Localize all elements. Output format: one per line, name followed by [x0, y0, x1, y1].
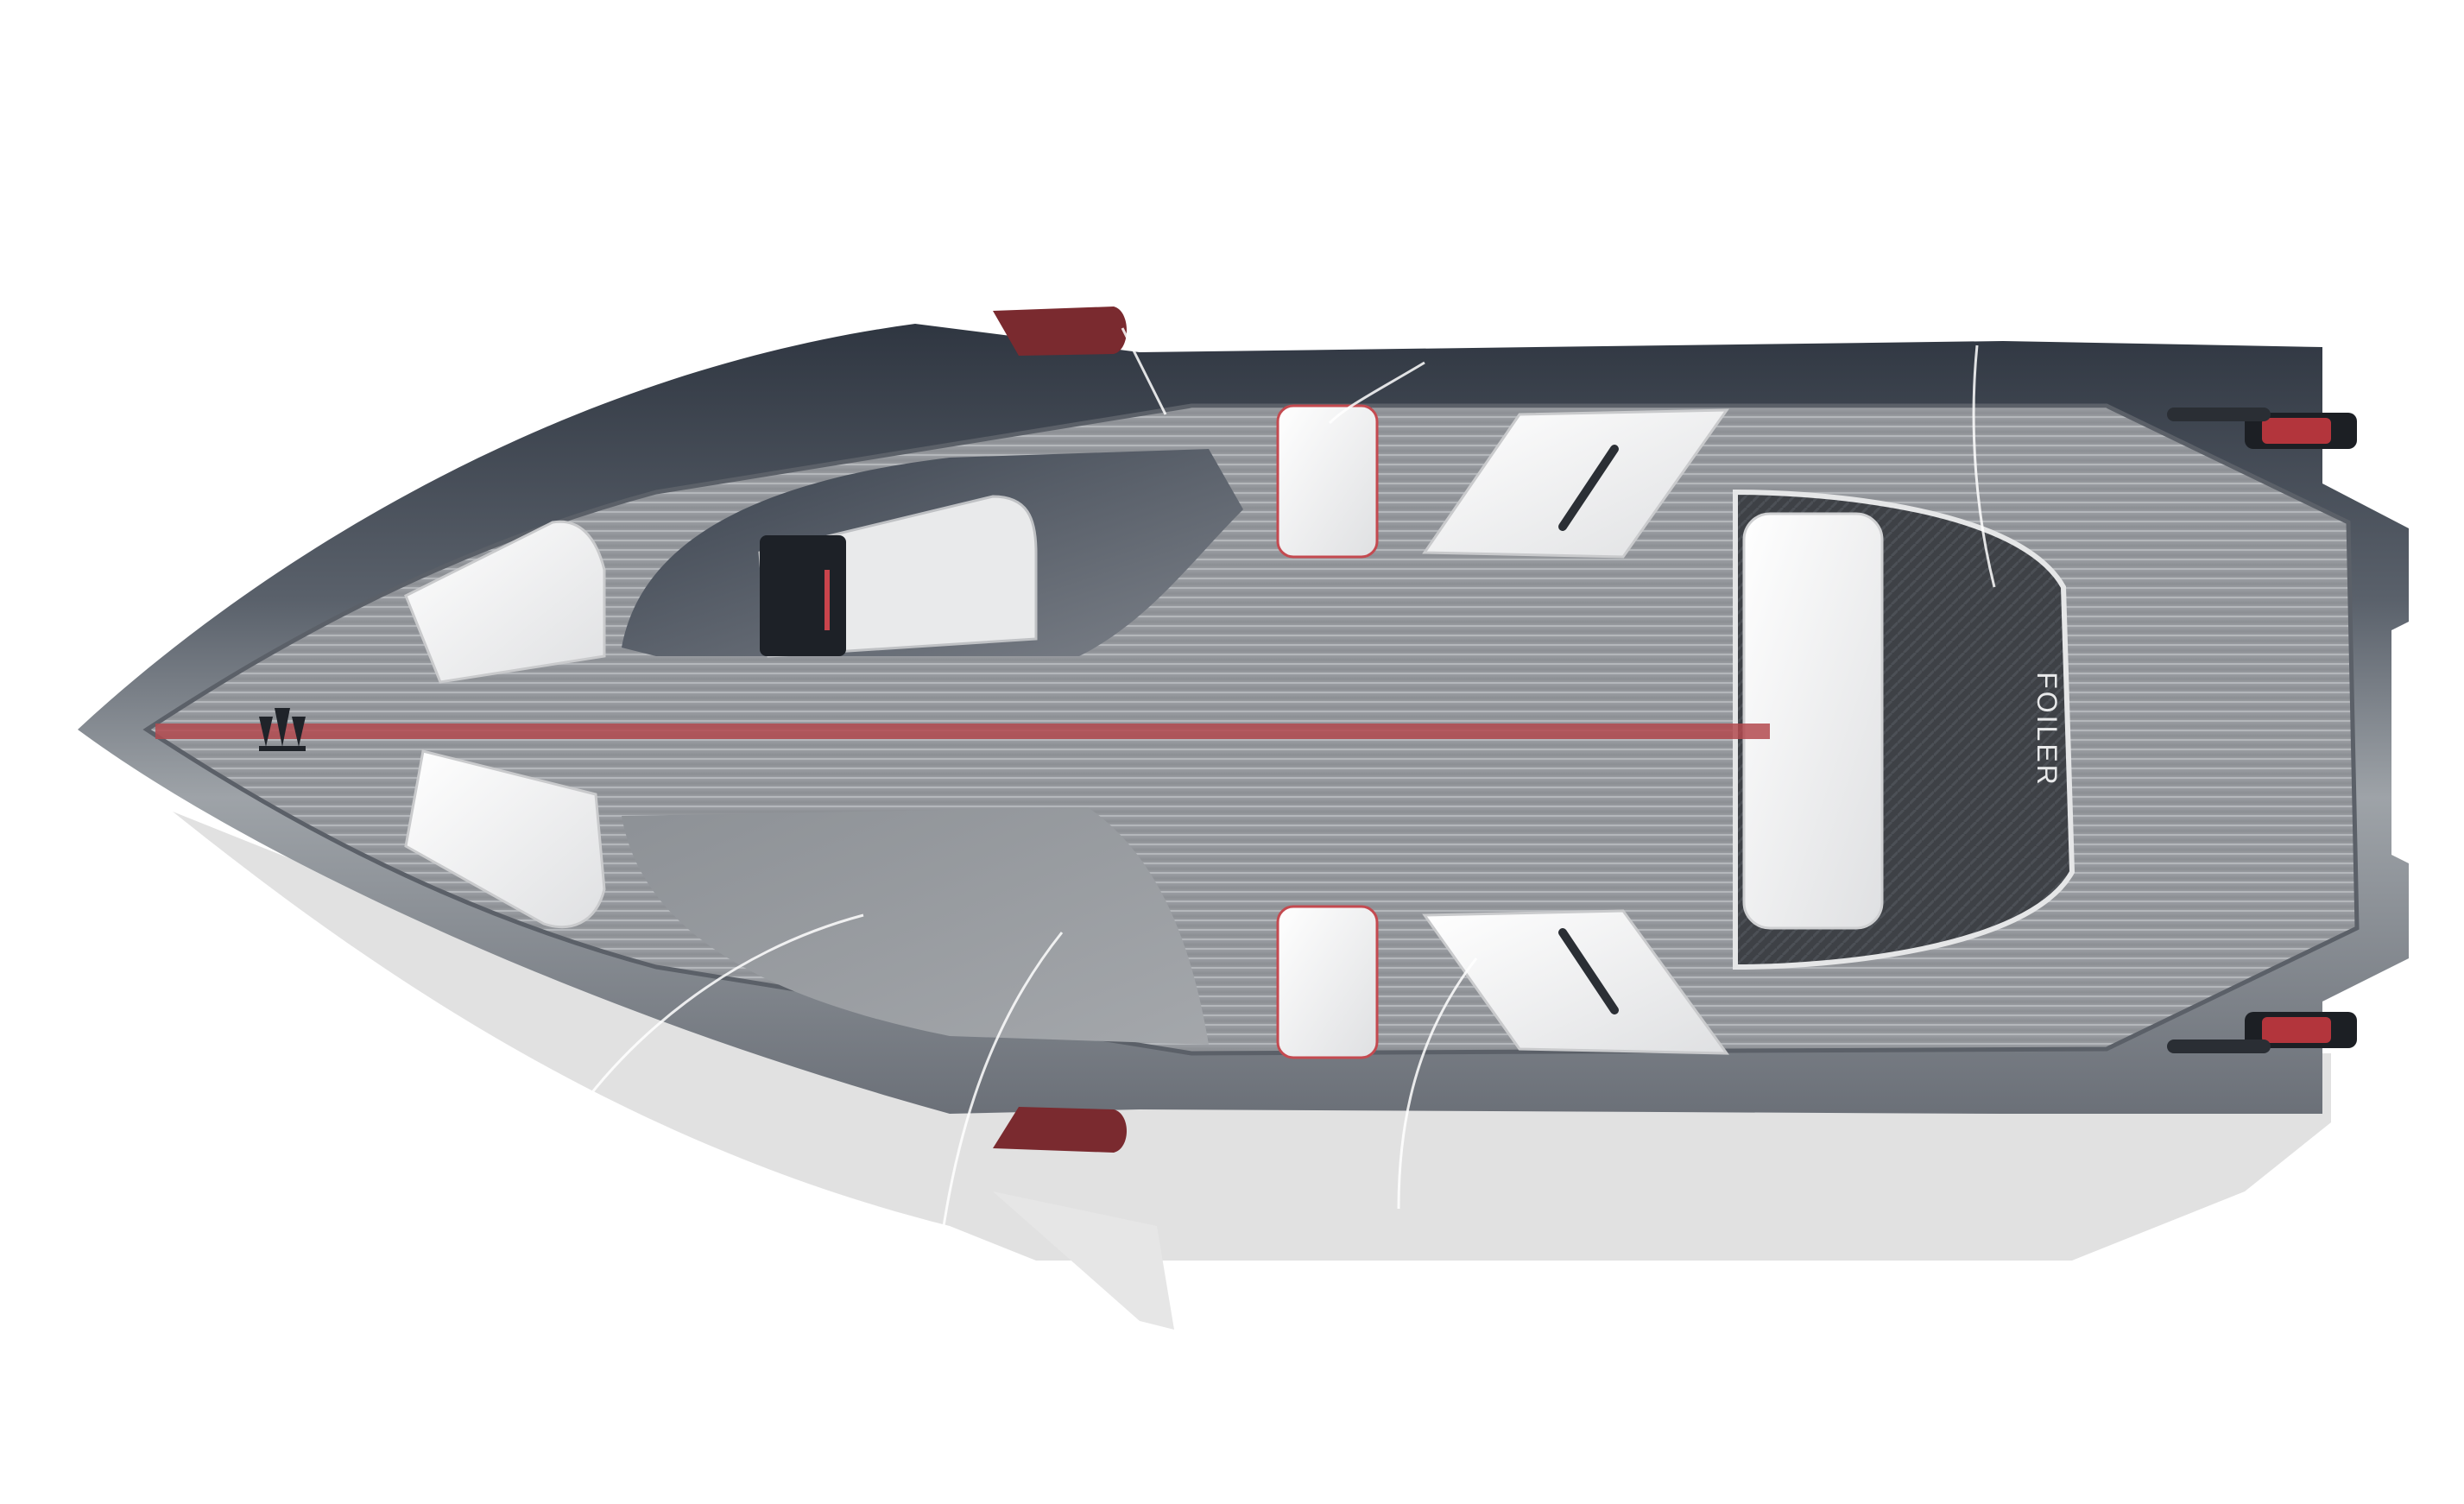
trident-logo-icon — [259, 708, 306, 751]
bow-seat-upper — [404, 520, 606, 684]
helm-screen — [760, 535, 846, 656]
foiler-wordmark: FOILER — [2031, 672, 2063, 787]
vent-slot-lower — [1558, 928, 1619, 1014]
helm-red-indicator — [824, 570, 830, 630]
bow-seat-lower — [404, 749, 606, 929]
ground-shadow-lower — [993, 1191, 1174, 1330]
vent-slot-upper — [1558, 445, 1619, 531]
rear-pod-bottom — [2167, 1012, 2357, 1053]
rear-pod-top — [2167, 408, 2357, 449]
foil-strut-top — [993, 306, 1127, 356]
centerline-stripe — [155, 724, 1770, 739]
lounge-pad-lower — [1422, 909, 1729, 1055]
ground-shadow — [173, 812, 2331, 1261]
foil-strut-bottom — [993, 1107, 1127, 1153]
lower-cockpit — [622, 807, 1209, 1045]
mid-seat-upper — [1276, 404, 1379, 559]
highlight-curves — [551, 327, 1996, 1244]
lounge-pad-upper — [1422, 408, 1729, 559]
mid-seat-lower — [1276, 905, 1379, 1059]
rear-sunpad — [1742, 512, 1884, 930]
